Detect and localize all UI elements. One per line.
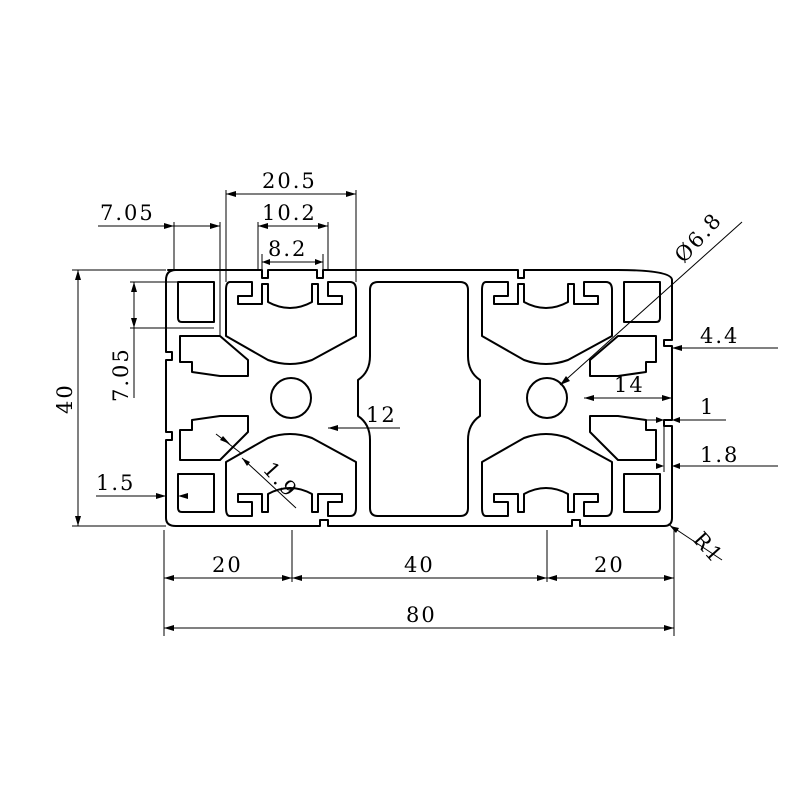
corner-hollow-top-right: [623, 281, 661, 323]
dimension-labels: 20.5 10.2 8.2 7.05 7.05 40 Ø6.8 4.4 14 1…: [53, 169, 739, 627]
profile-section: [165, 269, 673, 527]
dim-label-side-slot-depth: 4.4: [700, 324, 739, 348]
core-bore-right: [526, 377, 568, 419]
dim-label-slot-inner: 10.2: [262, 201, 317, 225]
t-slot-cavity-side-right-bottom: [589, 415, 657, 461]
dim-label-overall-height: 40: [53, 383, 77, 414]
t-slot-cavity-side-left-bottom: [179, 415, 249, 461]
dimension-lines: [72, 190, 778, 636]
corner-hollow-bottom-left: [177, 473, 215, 513]
dim-label-top-flange-width: 7.05: [100, 201, 155, 225]
dim-label-center-pitch: 40: [404, 553, 435, 577]
dim-label-core-width: 12: [366, 403, 397, 427]
dim-label-left-pitch: 20: [212, 553, 243, 577]
dim-label-bore-offset: 14: [614, 373, 645, 397]
dim-label-slot-outer: 20.5: [262, 169, 317, 193]
t-slot-cavity-side-left-top: [179, 335, 249, 377]
dim-label-side-flange-height: 7.05: [109, 347, 133, 402]
center-hollow: [357, 281, 481, 517]
dim-label-overall-width: 80: [406, 603, 437, 627]
t-slot-cavity-bottom-right: [481, 433, 613, 517]
dim-label-lip-thickness: 1: [700, 395, 715, 419]
dim-label-wall-thickness: 1.5: [96, 471, 135, 495]
core-bore-left: [270, 377, 312, 419]
dim-label-lip-width: 1.8: [700, 443, 739, 467]
t-slot-cavity-top-right: [481, 281, 613, 365]
t-slot-cavity-bottom-left: [225, 433, 357, 517]
corner-hollow-bottom-right: [623, 473, 661, 513]
corner-hollow-top-left: [177, 281, 215, 323]
t-slot-cavity-top-left: [225, 281, 357, 365]
dim-label-slot-opening: 8.2: [268, 237, 307, 261]
dim-label-right-pitch: 20: [594, 553, 625, 577]
dim-label-corner-radius: R1: [688, 527, 728, 568]
t-slot-cavity-side-right-top: [589, 335, 657, 377]
dim-label-bore-diameter: Ø6.8: [670, 208, 727, 268]
